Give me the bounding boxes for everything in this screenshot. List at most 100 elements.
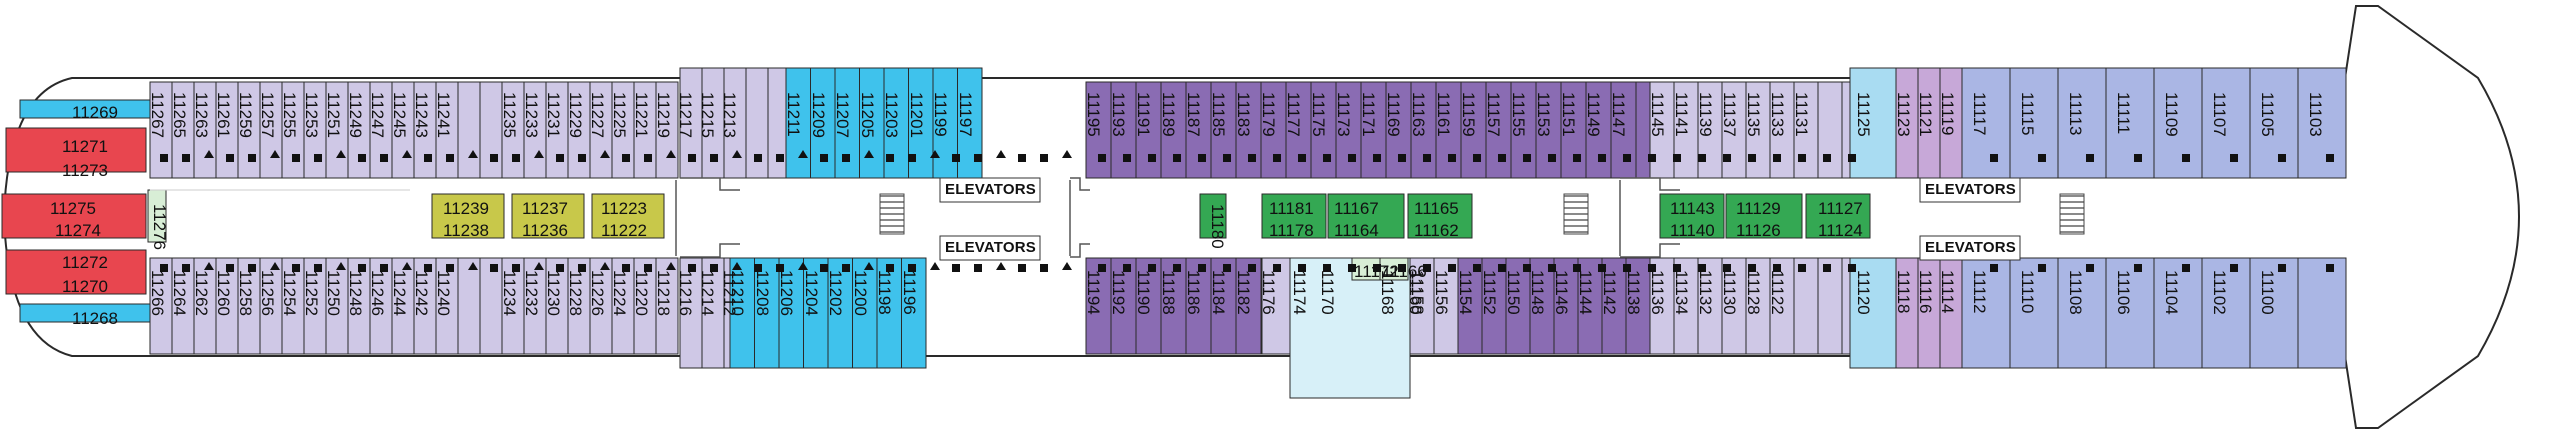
bed-square-icon [1773,264,1781,272]
cabin-11167: 11167 [1334,199,1379,218]
cabin-11245: 11245 [390,92,409,139]
cabin-11248: 11248 [346,270,365,317]
balcony-cabin [1135,257,1162,355]
triangle-icon [402,150,412,158]
bed-square-icon [1018,264,1026,272]
cabin-11173: 11173 [1334,92,1353,137]
bed-square-icon [1323,154,1331,162]
bed-square-icon [1573,264,1581,272]
bed-square-icon [578,264,586,272]
bed-square-icon [1648,154,1656,162]
cabin-11115: 11115 [2018,92,2037,136]
bed-square-icon [358,154,366,162]
cabin-11177: 11177 [1284,92,1303,137]
bed-square-icon [1273,264,1281,272]
cabin-11272: 11272 [62,253,109,272]
bed-square-icon [1323,264,1331,272]
triangle-icon [534,150,544,158]
bed-square-icon [1223,154,1231,162]
bed-square-icon [842,264,850,272]
bed-square-icon [490,154,498,162]
inside-cabin [1745,257,1771,355]
bed-square-icon [886,264,894,272]
cabin-11187: 11187 [1184,92,1203,137]
bed-square-icon [1673,154,1681,162]
cabin-11205: 11205 [857,92,877,139]
cabin-11136: 11136 [1648,270,1667,315]
bed-square-icon [1798,154,1806,162]
cabin-11189: 11189 [1159,92,1178,137]
cabin-11167-11164 [1327,193,1405,239]
cabin-11158: 11158 [1408,270,1427,315]
cabin-11183: 11183 [1234,92,1253,137]
elevators-label-aft-bottom: ELEVATORS [1925,239,2016,256]
oceanview-cabin [2009,67,2059,179]
bed-square-icon [776,154,784,162]
bed-square-icon [1173,154,1181,162]
bed-square-icon [1523,154,1531,162]
elevator-box-aft-top [1919,177,2021,203]
bed-square-icon [424,154,432,162]
balcony-cabin [1110,81,1137,179]
triangle-icon [270,262,280,270]
cabin-11137: 11137 [1720,92,1739,137]
cabin-11138: 11138 [1624,270,1643,315]
cabin-11118: 11118 [1894,270,1913,314]
bed-square-icon [1373,264,1381,272]
cabin-11102: 11102 [2210,270,2229,315]
fore-cabin-11272-11270 [5,249,147,295]
bed-square-icon [424,264,432,272]
cabin-11129: 11129 [1736,199,1781,218]
oceanview-cabin [2249,257,2299,369]
triangle-icon [666,150,676,158]
balcony-cabin [1577,257,1603,355]
triangle-icon [468,262,478,270]
bed-square-icon [1398,154,1406,162]
cabin-11184: 11184 [1209,270,1228,315]
cabin-11198: 11198 [875,270,894,315]
bed-square-icon [1823,154,1831,162]
bed-square-icon [952,154,960,162]
cabin-11134: 11134 [1672,270,1691,315]
cabin-11243: 11243 [412,92,431,139]
bed-square-icon [1473,264,1481,272]
cabin-11106: 11106 [2114,270,2133,315]
bed-square-icon [1473,154,1481,162]
bed-square-icon [1348,154,1356,162]
cabin-11153: 11153 [1534,92,1553,137]
bed-square-icon [1498,154,1506,162]
cabin-11149: 11149 [1584,92,1603,137]
fore-cabin-11275-11274 [1,193,147,239]
bed-square-icon [1723,154,1731,162]
triangle-icon [798,262,808,270]
bed-square-icon [1423,154,1431,162]
elevator-box-fwd-bottom [939,235,1041,261]
bed-square-icon [974,154,982,162]
triangle-icon [600,150,610,158]
cabin-11196: 11196 [899,270,919,315]
cabin-11255: 11255 [280,92,299,139]
bed-square-icon [776,264,784,272]
cabin-11126: 11126 [1736,221,1781,240]
cabin-11220: 11220 [632,270,651,317]
oceanview-cabin [2297,67,2347,179]
cabin-11223: 11223 [601,199,648,218]
cabin-11123: 11123 [1894,92,1913,137]
triangle-icon [666,262,676,270]
cabin-11241: 11241 [434,92,453,139]
triangle-icon [468,150,478,158]
bed-square-icon [1990,264,1998,272]
cabin-11154: 11154 [1456,270,1475,315]
bed-square-icon [1523,264,1531,272]
bed-square-icon [644,264,652,272]
cabin-11120: 11120 [1854,270,1873,315]
bed-square-icon [842,154,850,162]
cabin-11125: 11125 [1854,92,1873,137]
oceanview-cabin [2153,67,2203,179]
oceanview-cabin [2249,67,2299,179]
cabin-11152: 11152 [1480,270,1499,315]
bed-square-icon [1598,154,1606,162]
balcony-cabin [1160,257,1187,355]
